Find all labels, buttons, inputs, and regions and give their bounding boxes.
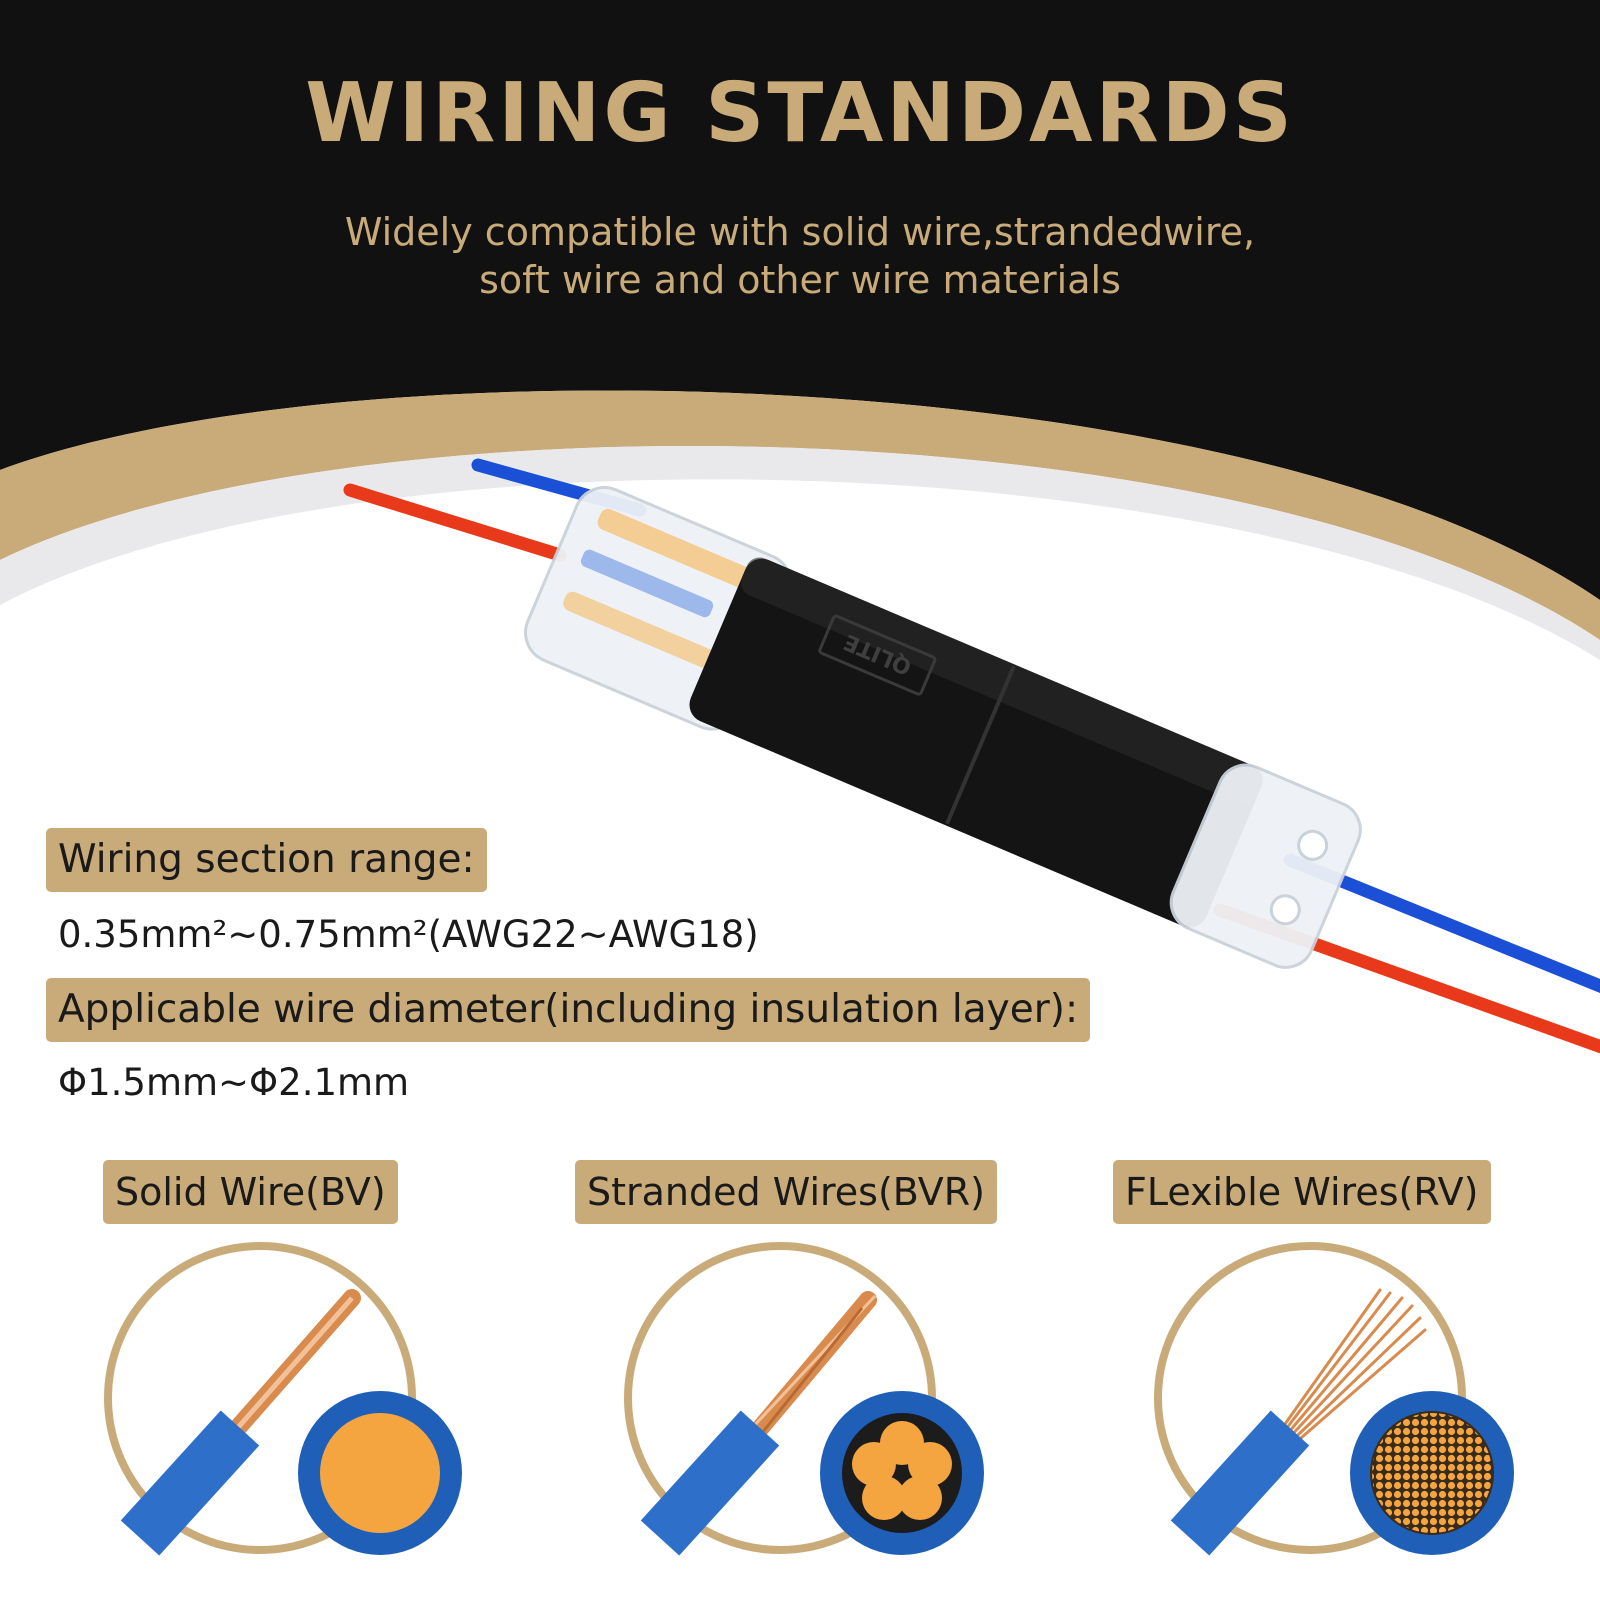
page-subtitle: Widely compatible with solid wire,strand… [0, 208, 1600, 304]
flexible-strands [1372, 1413, 1492, 1533]
blue-wire-right [1283, 853, 1600, 993]
wire-type-label-stranded: Stranded Wires(BVR) [575, 1160, 997, 1224]
connector-body: QLITE [524, 486, 1362, 969]
wire-diameter-value: Φ1.5mm~Φ2.1mm [58, 1061, 410, 1104]
stranded-wire-illustration [624, 1242, 984, 1556]
subtitle-line-2: soft wire and other wire materials [479, 258, 1121, 302]
wire-type-label-flexible: FLexible Wires(RV) [1113, 1160, 1491, 1224]
wiring-section-value: 0.35mm²~0.75mm²(AWG22~AWG18) [58, 913, 759, 956]
subtitle-line-1: Widely compatible with solid wire,strand… [344, 210, 1256, 254]
red-wire-left [343, 483, 567, 562]
page-title: WIRING STANDARDS [305, 66, 1295, 161]
wire-diameter-label: Applicable wire diameter(including insul… [46, 978, 1091, 1042]
solid-core [320, 1413, 440, 1533]
wiring-section-label: Wiring section range: [46, 828, 487, 892]
solid-wire-illustration [104, 1242, 462, 1556]
wire-type-label-solid: Solid Wire(BV) [103, 1160, 398, 1224]
flexible-wire-illustration [1154, 1242, 1514, 1556]
